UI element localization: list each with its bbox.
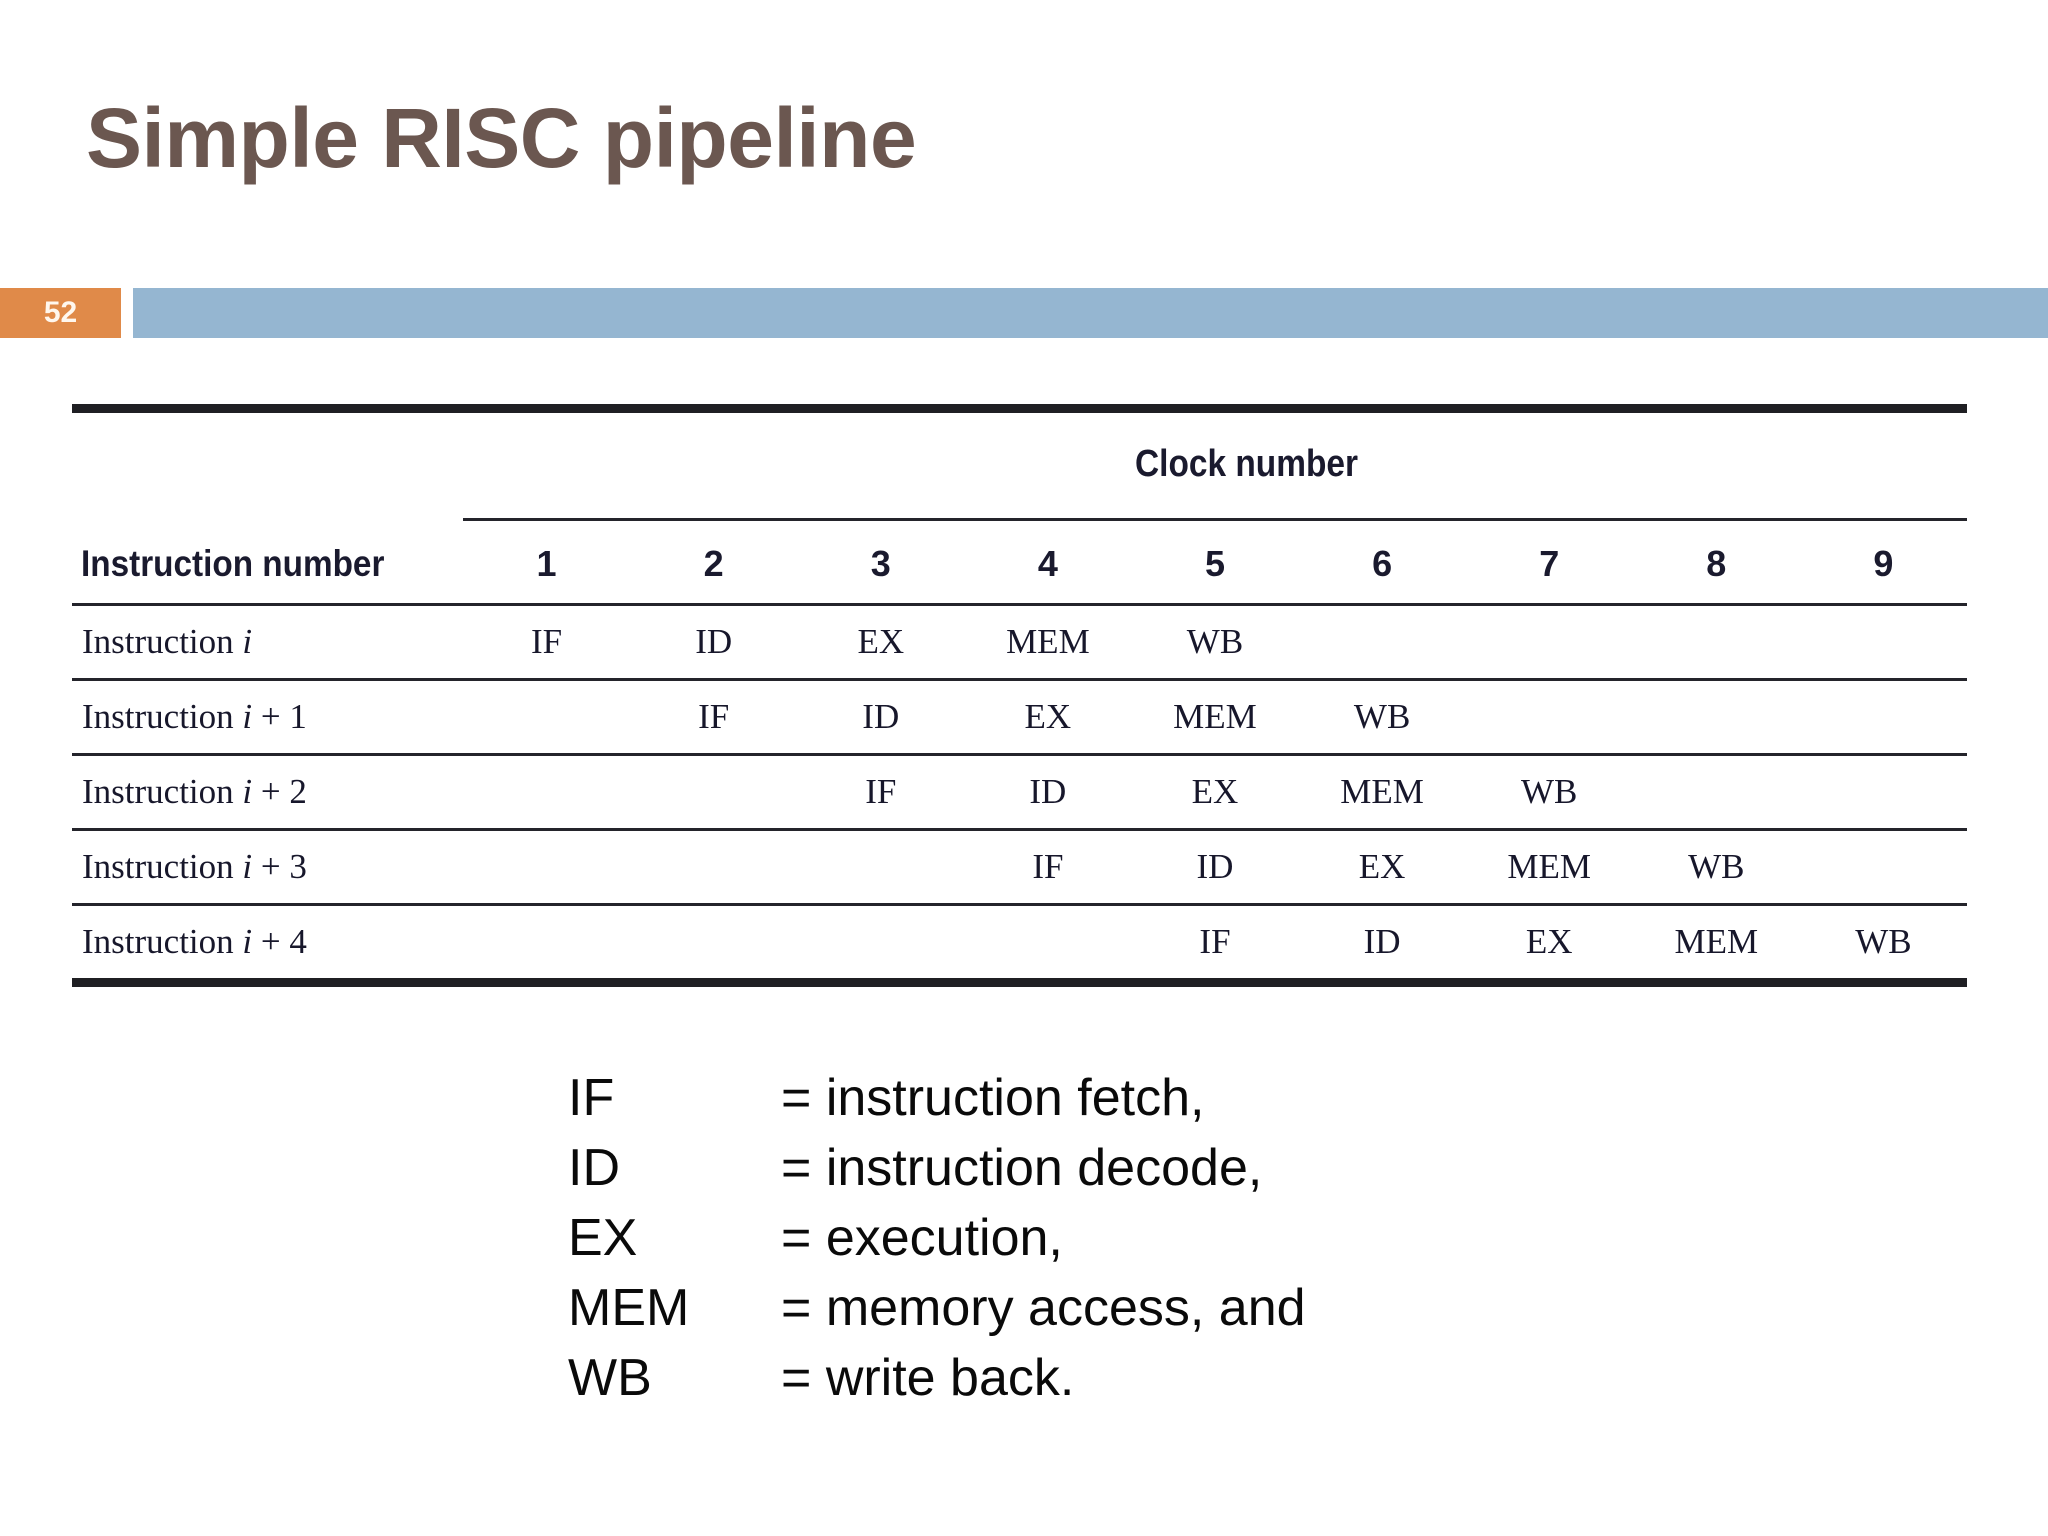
stage-cell: ID xyxy=(862,697,900,736)
clock-col-header-9: 9 xyxy=(1873,543,1894,584)
table-row: Instruction i + 1 IF ID EX MEM WB xyxy=(72,681,1967,753)
stage-cell: EX xyxy=(857,622,905,661)
clock-col-header-2: 2 xyxy=(703,543,724,584)
legend-item: EX = execution, xyxy=(568,1208,1306,1278)
row-label: Instruction i + 1 xyxy=(82,697,307,736)
legend-item: WB = write back. xyxy=(568,1348,1306,1418)
stage-cell: WB xyxy=(1521,772,1578,811)
stage-cell: ID xyxy=(1196,847,1234,886)
table-top-rule xyxy=(72,404,1967,413)
row-label: Instruction i + 3 xyxy=(82,847,307,886)
table-row-rule xyxy=(72,828,1967,831)
legend-item: MEM = memory access, and xyxy=(568,1278,1306,1348)
page-title: Simple RISC pipeline xyxy=(86,91,917,185)
pipeline-table: Clock number Instruction number 1 2 3 4 … xyxy=(72,404,1967,987)
stage-cell: WB xyxy=(1186,622,1244,661)
legend-description: = memory access, and xyxy=(781,1279,1306,1337)
stage-cell: EX xyxy=(1525,922,1573,961)
legend-description: = write back. xyxy=(781,1349,1075,1407)
legend-abbr: IF xyxy=(568,1069,615,1127)
legend-description: = instruction fetch, xyxy=(781,1069,1205,1127)
table-row-rule xyxy=(72,753,1967,756)
clock-col-header-8: 8 xyxy=(1706,543,1727,584)
stage-cell: WB xyxy=(1855,922,1912,961)
stage-legend: IF = instruction fetch, ID = instruction… xyxy=(568,1068,1306,1418)
table-row-rule xyxy=(72,678,1967,681)
table-header-row: Instruction number 1 2 3 4 5 6 7 8 9 xyxy=(72,525,1967,603)
stage-cell: IF xyxy=(865,772,897,811)
row-label: Instruction i + 4 xyxy=(82,922,307,961)
legend-abbr: MEM xyxy=(568,1279,690,1337)
clock-number-header: Clock number xyxy=(1135,443,1358,485)
page-number-badge: 52 xyxy=(0,288,121,338)
stage-cell: IF xyxy=(698,697,730,736)
clock-col-header-3: 3 xyxy=(870,543,891,584)
stage-cell: MEM xyxy=(1006,622,1090,661)
table-row: Instruction i + 3 IF ID EX MEM WB xyxy=(72,831,1967,903)
table-bottom-rule xyxy=(72,978,1967,987)
stage-cell: IF xyxy=(530,622,563,661)
clock-col-header-7: 7 xyxy=(1539,543,1560,584)
stage-cell: MEM xyxy=(1674,922,1759,961)
clock-span-rule xyxy=(463,518,1967,521)
banner: 52 xyxy=(0,288,2048,338)
stage-cell: EX xyxy=(1024,697,1072,736)
stage-cell: EX xyxy=(1191,772,1239,811)
stage-cell: WB xyxy=(1353,697,1411,736)
stage-cell: ID xyxy=(1029,772,1067,811)
row-label: Instruction i + 2 xyxy=(82,772,307,811)
banner-accent-bar xyxy=(133,288,2048,338)
clock-col-header-5: 5 xyxy=(1204,543,1225,584)
stage-cell: MEM xyxy=(1340,772,1424,811)
table-row: Instruction i + 2 IF ID EX MEM WB xyxy=(72,756,1967,828)
clock-col-header-6: 6 xyxy=(1372,543,1393,584)
legend-abbr: ID xyxy=(568,1139,620,1197)
stage-cell: IF xyxy=(1032,847,1064,886)
stage-cell: MEM xyxy=(1507,847,1592,886)
legend-item: IF = instruction fetch, xyxy=(568,1068,1306,1138)
page-number-label: 52 xyxy=(43,296,78,329)
instruction-number-header: Instruction number xyxy=(81,543,385,584)
clock-col-header-4: 4 xyxy=(1037,543,1058,584)
table-row: Instruction i + 4 IF ID EX MEM WB xyxy=(72,906,1967,978)
clock-number-header-zone: Clock number xyxy=(72,413,1967,525)
legend-item: ID = instruction decode, xyxy=(568,1138,1306,1208)
legend-abbr: EX xyxy=(568,1209,638,1267)
stage-cell: ID xyxy=(1363,922,1401,961)
clock-col-header-1: 1 xyxy=(536,543,557,584)
table-row-rule xyxy=(72,903,1967,906)
stage-cell: WB xyxy=(1688,847,1745,886)
legend-abbr: WB xyxy=(568,1349,652,1407)
stage-cell: IF xyxy=(1199,922,1231,961)
table-row: Instruction i IF ID EX MEM WB xyxy=(72,606,1967,678)
stage-cell: MEM xyxy=(1173,697,1257,736)
legend-description: = execution, xyxy=(781,1209,1063,1267)
table-header-rule xyxy=(72,603,1967,606)
stage-cell: ID xyxy=(695,622,733,661)
legend-description: = instruction decode, xyxy=(781,1139,1263,1197)
row-label: Instruction i xyxy=(82,622,253,661)
stage-cell: EX xyxy=(1358,847,1406,886)
